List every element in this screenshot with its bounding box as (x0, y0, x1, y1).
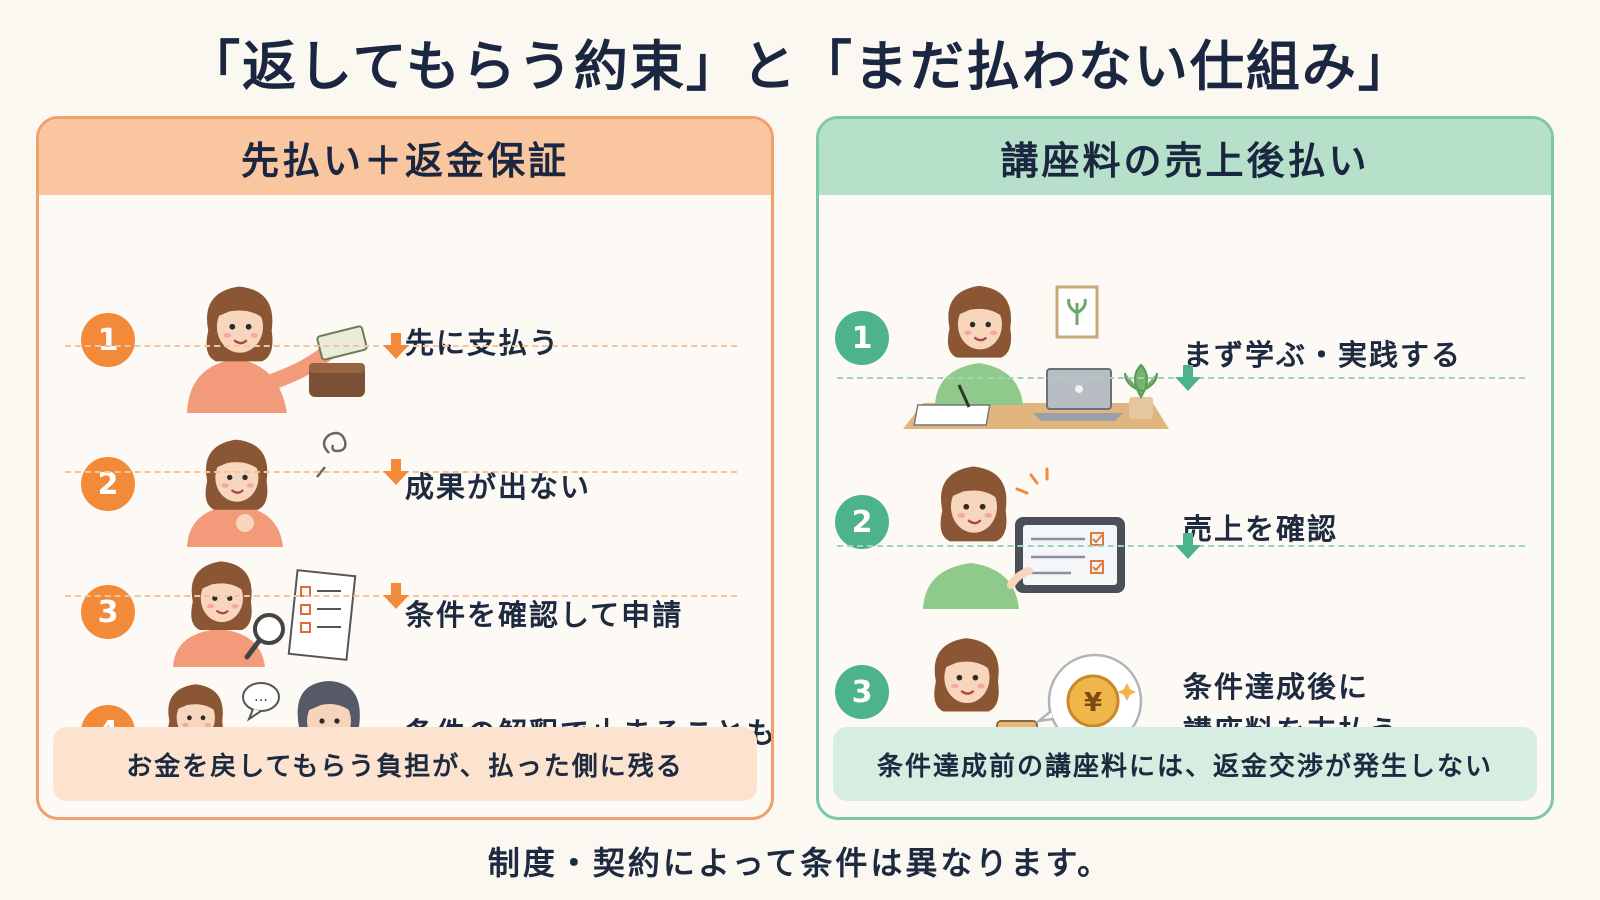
arrow-down-icon (383, 333, 409, 359)
arrow-down-icon (383, 583, 409, 609)
worry-scribble-icon (322, 431, 347, 454)
check-conditions-illustration (173, 560, 357, 667)
step-text: 成果が出ない (405, 470, 592, 504)
step-text: 条件達成後に (1183, 670, 1370, 704)
study-practice-illustration (903, 284, 1169, 429)
yen-symbol: ¥ (1084, 688, 1102, 718)
yen-coin-icon (1066, 674, 1120, 728)
arrow-down-icon (1175, 533, 1201, 559)
sparkle-icon (1015, 467, 1049, 495)
potted-plant-icon (1129, 397, 1153, 419)
prepay-refund-panel: 先払い＋返金保証 1 先に支払う 2 成果が出ない 3 (36, 116, 774, 820)
arrow-down-icon (383, 459, 409, 485)
footer-disclaimer: 制度・契約によって条件は異なります。 (487, 844, 1113, 882)
step-text: 売上を確認 (1183, 512, 1339, 546)
no-results-illustration (187, 431, 347, 547)
prepay-refund-note: お金を戻してもらう負担が、払った側に残る (53, 727, 757, 801)
step-text: 条件を確認して申請 (405, 598, 684, 632)
banknote-icon (316, 325, 368, 361)
magnifier-icon (253, 613, 285, 645)
step-text: まず学ぶ・実践する (1183, 338, 1463, 372)
step-number-badge: 3 (835, 665, 889, 719)
check-sales-illustration (923, 465, 1125, 609)
step-number-badge: 3 (81, 585, 135, 639)
pay-first-illustration (187, 285, 368, 413)
step-number-badge: 1 (81, 313, 135, 367)
notebook-icon (913, 404, 991, 426)
step-text: 先に支払う (405, 326, 561, 360)
step-number-badge: 2 (81, 457, 135, 511)
deferred-payment-panel: 講座料の売上後払い 1 まず学ぶ・実践する 2 (816, 116, 1554, 820)
step-number-badge: 2 (835, 495, 889, 549)
prepay-refund-header: 先払い＋返金保証 (39, 119, 771, 195)
checklist-icon (287, 569, 357, 661)
sparkle-icon (1118, 683, 1136, 701)
page-title: 「返してもらう約束」と「まだ払わない仕組み」 (186, 35, 1414, 98)
deferred-payment-header: 講座料の売上後払い (819, 119, 1551, 195)
speech-ellipsis: … (254, 689, 268, 705)
deferred-payment-note: 条件達成前の講座料には、返金交渉が発生しない (833, 727, 1537, 801)
arrow-down-icon (1175, 365, 1201, 391)
step-number-badge: 1 (835, 311, 889, 365)
